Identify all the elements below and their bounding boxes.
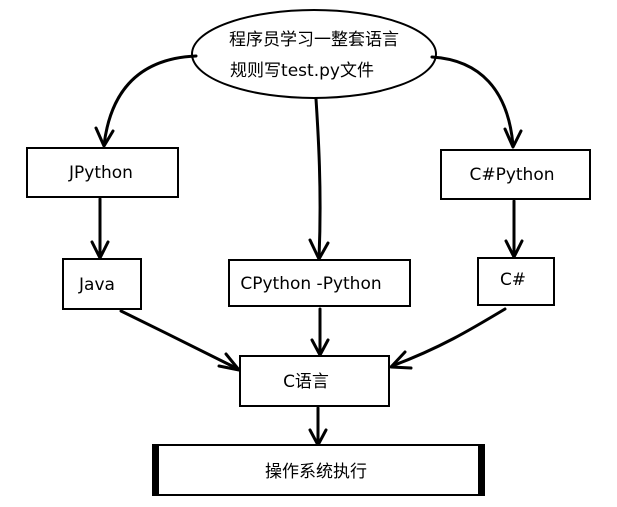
cpython-box: CPython -Python [228,259,411,307]
java-label: Java [78,275,115,295]
os-execute-box: 操作系统执行 [152,444,485,496]
c-language-label: C语言 [283,372,329,392]
csharp-label: C# [500,270,526,290]
jpython-box: JPython [26,147,179,198]
arrow-c-to-os [308,406,328,447]
arrow-ellipse-to-jpython [94,54,198,148]
jpython-label: JPython [68,163,133,183]
start-node-line1: 程序员学习一整套语言 [229,30,399,50]
arrow-ellipse-to-cpython [308,97,330,261]
csharp-box: C# [477,257,555,306]
start-node-ellipse: 程序员学习一整套语言 规则写test.py文件 [191,9,437,99]
arrow-csharp-python-to-csharp [504,199,524,259]
start-node-line2: 规则写test.py文件 [230,61,374,81]
arrow-jpython-to-java [90,197,110,260]
java-box: Java [62,258,142,310]
cpython-label: CPython -Python [240,274,381,294]
arrow-ellipse-to-csharp-python [430,55,523,149]
arrow-cpython-to-c [310,307,330,357]
os-execute-label: 操作系统执行 [265,462,367,482]
arrow-csharp-to-c [389,307,507,370]
csharp-python-box: C#Python [440,149,591,200]
arrow-java-to-c [119,309,241,372]
c-language-box: C语言 [239,355,390,407]
csharp-python-label: C#Python [469,165,554,185]
